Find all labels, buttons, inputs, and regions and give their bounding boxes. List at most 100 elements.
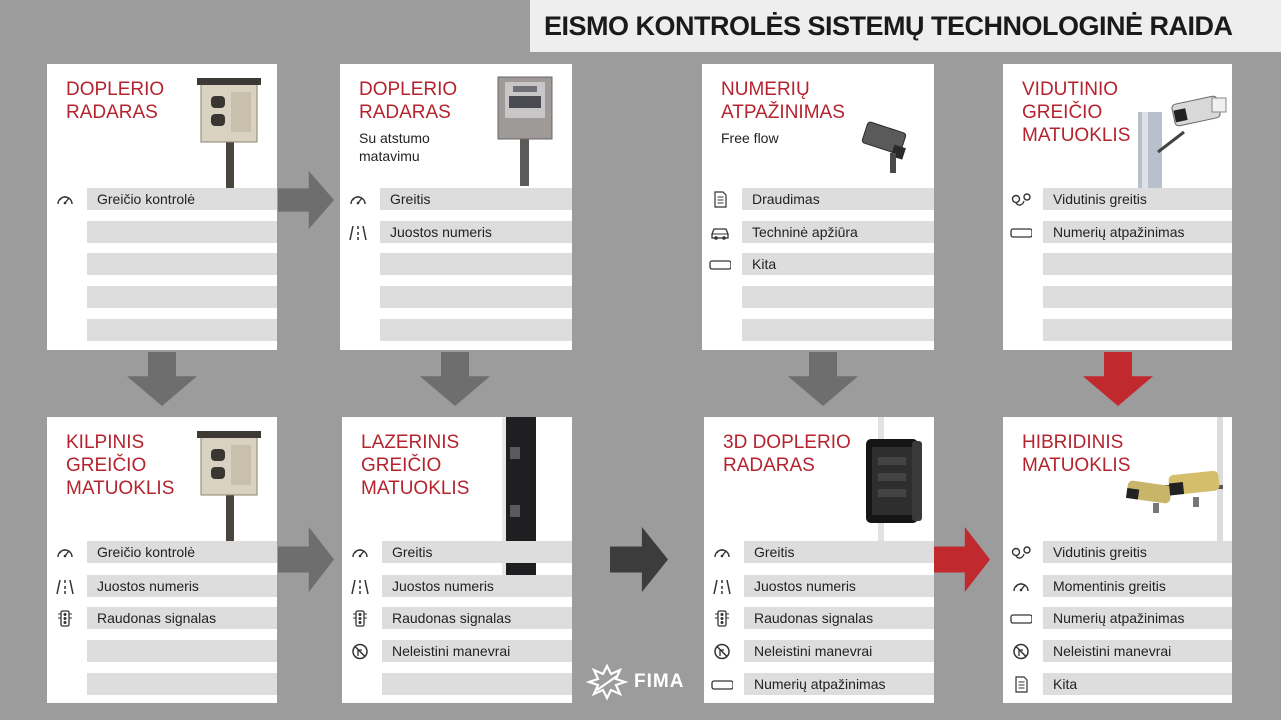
- camera-pole-photo: [1138, 95, 1227, 190]
- card-1: DOPLERIO RADARAS Greičio kontrolė: [47, 64, 277, 350]
- feature-label: Neleistini manevrai: [392, 643, 511, 659]
- feature-row: Kita: [702, 253, 934, 275]
- feature-label: Neleistini manevrai: [754, 643, 873, 659]
- feature-row: Raudonas signalas: [47, 607, 277, 629]
- feature-bar: [1043, 253, 1232, 275]
- feature-bar: [742, 286, 934, 308]
- feature-row: Raudonas signalas: [704, 607, 934, 629]
- feature-row: Greitis: [704, 541, 934, 563]
- feature-row: Greičio kontrolė: [47, 188, 277, 210]
- car-icon: [711, 228, 729, 240]
- feature-bar: Kita: [742, 253, 934, 275]
- lane-icon: [351, 579, 369, 595]
- feature-row: Juostos numeris: [47, 575, 277, 597]
- camera-small-photo: [861, 121, 907, 173]
- feature-bar: Kita: [1043, 673, 1232, 695]
- feature-bar: [87, 253, 277, 275]
- feature-row: [340, 286, 572, 308]
- feature-row: Juostos numeris: [704, 575, 934, 597]
- feature-row: [702, 286, 934, 308]
- feature-row: [47, 673, 277, 695]
- arrow-down-gray: [127, 352, 197, 406]
- feature-row: [47, 640, 277, 662]
- feature-bar: Raudonas signalas: [382, 607, 572, 629]
- feature-row: Numerių atpažinimas: [704, 673, 934, 695]
- feature-bar: Raudonas signalas: [744, 607, 934, 629]
- feature-bar: Neleistini manevrai: [1043, 640, 1232, 662]
- arrow-shape: [934, 527, 990, 592]
- feature-label: Raudonas signalas: [754, 610, 874, 626]
- feature-bar: Numerių atpažinimas: [1043, 607, 1232, 629]
- feature-label: Greitis: [392, 544, 433, 560]
- feature-label: Greitis: [390, 191, 431, 207]
- lane-icon: [56, 579, 74, 595]
- feature-bar: [380, 253, 572, 275]
- feature-row: [47, 221, 277, 243]
- feature-bar: [87, 319, 277, 341]
- feature-label: Numerių atpažinimas: [1053, 224, 1185, 240]
- feature-bar: Greičio kontrolė: [87, 541, 277, 563]
- speedometer-icon: [352, 549, 368, 558]
- feature-row: Momentinis greitis: [1003, 575, 1232, 597]
- feature-label: Juostos numeris: [390, 224, 492, 240]
- feature-row: [1003, 253, 1232, 275]
- arrow-shape: [420, 352, 490, 406]
- card-title: NUMERIŲ ATPAŽINIMAS: [721, 79, 845, 123]
- arrow-shape: [610, 527, 668, 592]
- radar-box-photo: [197, 431, 261, 541]
- no-turn-icon: [1013, 643, 1029, 660]
- traffic-light-icon: [353, 610, 367, 627]
- arrow-down-gray: [788, 352, 858, 406]
- feature-row: [342, 673, 572, 695]
- card-title: LAZERINIS GREIČIO MATUOKLIS: [361, 432, 470, 499]
- feature-label: Momentinis greitis: [1053, 578, 1166, 594]
- arrow-shape: [278, 527, 334, 592]
- radar-metal-photo: [497, 76, 553, 186]
- feature-bar: Techninė apžiūra: [742, 221, 934, 243]
- feature-row: Kita: [1003, 673, 1232, 695]
- no-turn-icon: [352, 643, 368, 660]
- logo-text: FIMA: [634, 671, 685, 692]
- feature-label: Techninė apžiūra: [752, 224, 858, 240]
- arrow-shape: [788, 352, 858, 406]
- feature-bar: Neleistini manevrai: [744, 640, 934, 662]
- card-title: 3D DOPLERIO RADARAS: [723, 432, 851, 476]
- card-title: DOPLERIO RADARAS: [359, 79, 458, 123]
- feature-label: Greitis: [754, 544, 795, 560]
- traffic-light-icon: [715, 610, 729, 627]
- feature-row: [340, 253, 572, 275]
- feature-bar: [1043, 286, 1232, 308]
- feature-label: Raudonas signalas: [392, 610, 512, 626]
- arrow-right-red: [934, 527, 990, 592]
- route-icon: [1011, 193, 1031, 206]
- feature-row: [1003, 319, 1232, 341]
- speedometer-icon: [350, 196, 366, 205]
- speedometer-icon: [714, 549, 730, 558]
- no-turn-icon: [714, 643, 730, 660]
- feature-row: Numerių atpažinimas: [1003, 607, 1232, 629]
- feature-bar: Juostos numeris: [87, 575, 277, 597]
- feature-bar: Neleistini manevrai: [382, 640, 572, 662]
- traffic-light-icon: [58, 610, 72, 627]
- feature-bar: Vidutinis greitis: [1043, 541, 1232, 563]
- fima-logo: FIMA: [585, 662, 695, 702]
- card-title: DOPLERIO RADARAS: [66, 79, 165, 123]
- feature-bar: Greitis: [382, 541, 572, 563]
- feature-bar: Juostos numeris: [380, 221, 572, 243]
- lane-icon: [713, 579, 731, 595]
- feature-bar: [87, 221, 277, 243]
- feature-bar: [87, 286, 277, 308]
- plate-icon: [711, 680, 733, 690]
- feature-label: Greičio kontrolė: [97, 191, 196, 207]
- arrow-shape: [278, 171, 334, 229]
- feature-bar: Numerių atpažinimas: [1043, 221, 1232, 243]
- feature-row: [47, 319, 277, 341]
- feature-bar: [87, 673, 277, 695]
- feature-bar: Juostos numeris: [382, 575, 572, 597]
